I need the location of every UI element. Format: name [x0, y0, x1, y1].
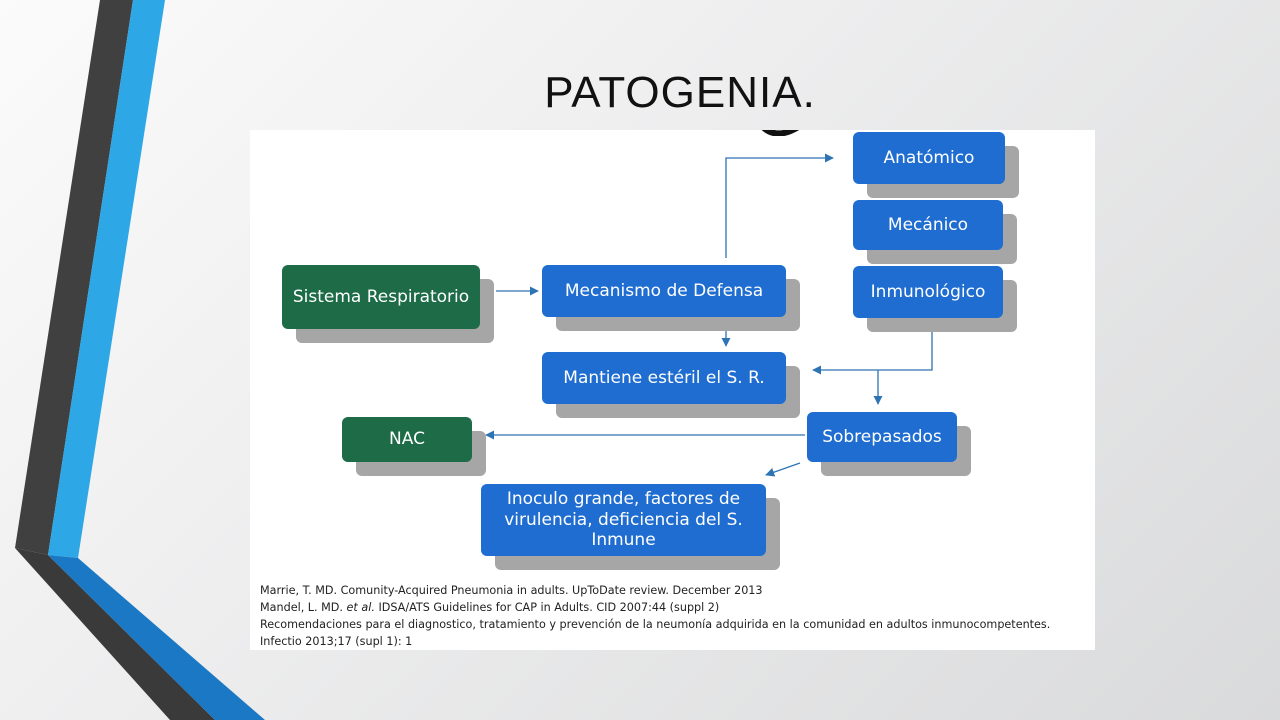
- reference-2-etal: et al.: [346, 601, 375, 614]
- node-sobrepasados: Sobrepasados: [807, 412, 957, 462]
- node-inmunologico: Inmunológico: [853, 266, 1003, 318]
- decorative-stripes: [15, 0, 265, 720]
- reference-3-cont: Infectio 2013;17 (supl 1): 1: [260, 635, 413, 648]
- node-mantiene-esteril: Mantiene estéril el S. R.: [542, 352, 786, 404]
- pathogenesis-diagram: Sistema Respiratorio Mecanismo de Defens…: [250, 130, 1095, 650]
- reference-2-authors: Mandel, L. MD.: [260, 601, 347, 614]
- node-inoculo-grande: Inoculo grande, factores de virulencia, …: [481, 484, 766, 556]
- node-sistema-respiratorio: Sistema Respiratorio: [282, 265, 480, 329]
- node-anatomico: Anatómico: [853, 132, 1005, 184]
- connector-arrows: [485, 153, 933, 477]
- node-mecanico: Mecánico: [853, 200, 1003, 250]
- reference-2: Mandel, L. MD. et al. IDSA/ATS Guideline…: [260, 599, 1090, 616]
- references: Marrie, T. MD. Comunity-Acquired Pneumon…: [260, 582, 1090, 650]
- node-nac: NAC: [342, 417, 472, 462]
- cropped-title-remnant: [761, 130, 800, 136]
- reference-2-rest: IDSA/ATS Guidelines for CAP in Adults. C…: [374, 601, 720, 614]
- slide-title: PATOGENIA.: [544, 68, 816, 117]
- reference-1: Marrie, T. MD. Comunity-Acquired Pneumon…: [260, 584, 763, 597]
- node-mecanismo-de-defensa: Mecanismo de Defensa: [542, 265, 786, 317]
- reference-3: Recomendaciones para el diagnostico, tra…: [260, 618, 1051, 631]
